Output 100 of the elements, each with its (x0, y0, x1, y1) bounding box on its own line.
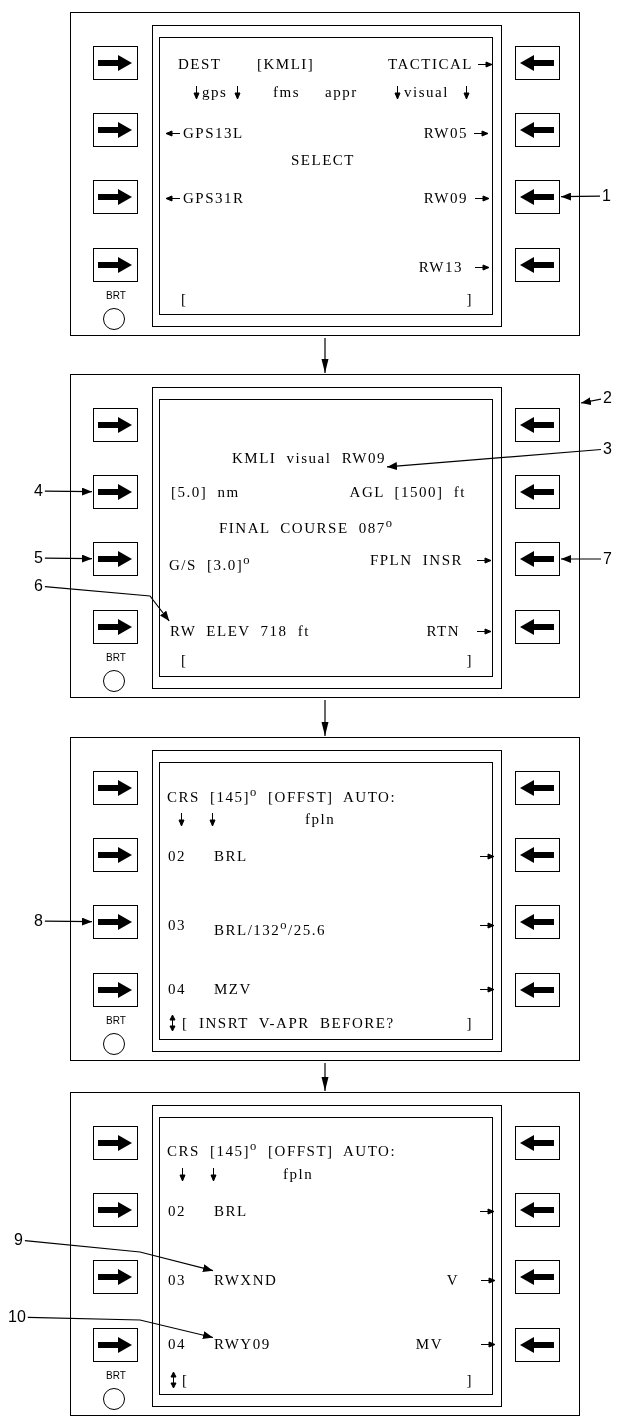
leader-line (44, 917, 93, 926)
softkey-button (515, 1126, 560, 1160)
softkey-button (515, 905, 560, 939)
softkey-button (515, 408, 560, 442)
screen-text: [KMLI] (257, 55, 315, 73)
screen-text: GPS31R (183, 189, 245, 207)
screen-text: 02 (168, 1202, 186, 1220)
screen-text: MV (415, 1335, 443, 1353)
leader-line (24, 1240, 214, 1273)
softkey-button (515, 248, 560, 282)
screen-text: [ (181, 651, 188, 669)
screen-text: CRS [145]$^{o}$ [OFFST] AUTO: (167, 1138, 397, 1160)
softkey-button (93, 1126, 138, 1160)
screen-text: KMLI visual RW09 (232, 449, 386, 467)
screen-text: GPS13L (183, 124, 244, 142)
display-screen (152, 387, 502, 689)
screen-text: V (446, 1271, 459, 1289)
screen-text: ] (466, 290, 473, 308)
display-screen (152, 1105, 502, 1407)
softkey-button (93, 610, 138, 644)
screen-text: [5.0] nm (171, 483, 240, 501)
display-panel (70, 1092, 580, 1416)
flow-arrow (321, 1062, 329, 1092)
softkey-button (93, 973, 138, 1007)
softkey-button (515, 771, 560, 805)
callout-number: 7 (603, 550, 612, 568)
softkey-button (515, 1328, 560, 1362)
screen-text: appr (325, 83, 358, 101)
callout-number: 3 (603, 440, 612, 458)
screen-text: TACTICAL (388, 55, 473, 73)
screen-text: RW09 (423, 189, 468, 207)
screen-text: fpln (305, 810, 336, 828)
screen-text: FINAL COURSE 087$^{o}$ (219, 515, 394, 537)
callout-number: 2 (603, 389, 612, 407)
display-panel (70, 737, 580, 1061)
knob-label: BRT (106, 1370, 126, 1382)
knob-label: BRT (106, 1015, 126, 1027)
softkey-button (515, 1193, 560, 1227)
leader-line (580, 397, 602, 406)
screen-text: RTN (426, 622, 460, 640)
screen-text: BRL (214, 847, 248, 865)
softkey-button (93, 1193, 138, 1227)
display-panel (70, 374, 580, 698)
callout-number: 1 (602, 187, 611, 205)
screen-text: fpln (283, 1165, 314, 1183)
screen-text: FPLN INSR (369, 551, 463, 569)
softkey-button (93, 475, 138, 509)
leader-line (560, 555, 602, 563)
softkey-button (515, 542, 560, 576)
screen-text: 03 (168, 916, 186, 934)
softkey-button (515, 1260, 560, 1294)
softkey-button (515, 838, 560, 872)
softkey-button (93, 113, 138, 147)
leader-line (44, 586, 170, 622)
display-screen (152, 750, 502, 1052)
screen-text: ] (466, 1371, 473, 1389)
softkey-button (93, 542, 138, 576)
screen-text: gps (202, 83, 228, 101)
leader-line (560, 192, 601, 201)
screen-text: DEST (178, 55, 222, 73)
screen-text: RW05 (423, 124, 468, 142)
softkey-button (93, 838, 138, 872)
screen-text: INSRT V-APR BEFORE? (199, 1014, 395, 1032)
screen-text: G/S [3.0]$^{o}$ (169, 552, 252, 574)
softkey-button (515, 180, 560, 214)
softkey-button (93, 408, 138, 442)
display-screen (152, 25, 502, 327)
screen-text: RW ELEV 718 ft (170, 622, 311, 640)
callout-number: 4 (34, 482, 43, 500)
callout-number: 6 (34, 577, 43, 595)
softkey-button (515, 973, 560, 1007)
knob-label: BRT (106, 290, 126, 302)
softkey-button (515, 46, 560, 80)
screen-text: 04 (168, 1335, 186, 1353)
screen-text: ] (466, 1014, 473, 1032)
softkey-button (93, 46, 138, 80)
callout-number: 9 (14, 1231, 23, 1249)
screen-text: fms (273, 83, 300, 101)
screen-text: [ (182, 1014, 189, 1032)
softkey-button (93, 1328, 138, 1362)
softkey-button (93, 1260, 138, 1294)
flow-arrow (321, 337, 329, 374)
screen-text: 03 (168, 1271, 186, 1289)
screen-text: BRL (214, 1202, 248, 1220)
screen-text: RWY09 (214, 1335, 271, 1353)
screen-text: 04 (168, 980, 186, 998)
screen-text: SELECT (291, 151, 355, 169)
softkey-button (93, 771, 138, 805)
screen-text: [ (181, 290, 188, 308)
leader-line (44, 554, 93, 563)
knob-label: BRT (106, 652, 126, 664)
softkey-button (515, 610, 560, 644)
softkey-button (93, 905, 138, 939)
softkey-button (93, 248, 138, 282)
callout-number: 8 (34, 912, 43, 930)
screen-text: RW13 (418, 258, 463, 276)
screen-text: ] (466, 651, 473, 669)
screen-text: BRL/132$^{o}$/25.6 (214, 917, 326, 939)
softkey-button (515, 475, 560, 509)
screen-text: [ (182, 1371, 189, 1389)
